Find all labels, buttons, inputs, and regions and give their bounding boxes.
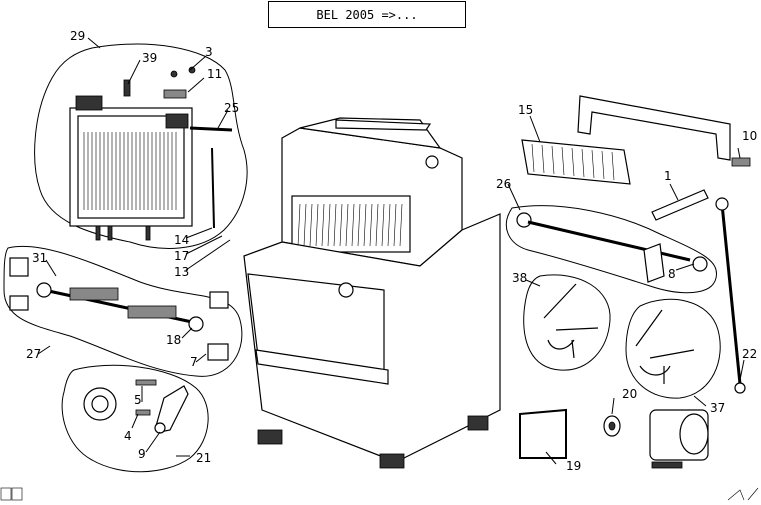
group-38-outline	[523, 274, 611, 371]
model-title-box: BEL 2005 =>...	[268, 1, 466, 28]
callout-3: 3	[205, 45, 213, 59]
group-26-outline	[506, 205, 717, 294]
pulley-21-hub	[91, 395, 109, 413]
callout-19: 19	[566, 459, 581, 473]
callout-4: 4	[124, 429, 132, 443]
corner-mark-right	[727, 487, 759, 501]
plate-11	[163, 89, 187, 99]
callout-15: 15	[518, 103, 533, 117]
corner-mark-left	[0, 487, 12, 501]
screw-3b	[188, 66, 196, 74]
frame-bracket-left	[75, 95, 103, 111]
belt-19	[519, 408, 567, 459]
slicing-blades	[297, 203, 403, 247]
callout-27: 27	[26, 347, 41, 361]
shaft-31-end	[36, 282, 52, 298]
rod-22-end	[734, 382, 746, 394]
linkage-rod	[527, 220, 691, 262]
callout-26: 26	[496, 177, 511, 191]
callout-29: 29	[70, 29, 85, 43]
rod-25	[189, 126, 233, 132]
crumb-tray	[255, 349, 389, 385]
bracket-right-top	[209, 291, 229, 309]
motor-end-cap	[679, 413, 709, 455]
roller-1	[651, 189, 709, 221]
bracket-left-top	[9, 257, 29, 277]
callout-39: 39	[142, 51, 157, 65]
slicing-window	[291, 195, 411, 253]
callout-17: 17	[174, 249, 189, 263]
foot-screw-1	[95, 225, 101, 241]
callout-1: 1	[664, 169, 672, 183]
group-21-outline	[61, 364, 209, 473]
bracket-left-bottom	[9, 295, 29, 311]
callout-38: 38	[512, 271, 527, 285]
lever-38	[543, 283, 599, 359]
control-knob	[338, 282, 354, 298]
linkage-hub	[516, 212, 532, 228]
bread-slicer-body	[243, 117, 501, 469]
leader-lines	[37, 37, 745, 465]
group-29-outline	[34, 43, 248, 249]
carriage-block	[69, 287, 119, 301]
right-parts	[506, 95, 751, 469]
callout-25: 25	[224, 101, 239, 115]
left-lower-parts	[3, 245, 243, 473]
callout-labels: 29 39 3 11 25 14 17 13 15 10 1 26 8 31 1…	[26, 29, 757, 473]
bushing-18	[188, 316, 204, 332]
bolt-5	[135, 379, 157, 386]
blade-set	[83, 132, 177, 210]
callout-14: 14	[174, 233, 189, 247]
callout-11: 11	[207, 67, 222, 81]
callout-10: 10	[742, 129, 757, 143]
callout-21: 21	[196, 451, 211, 465]
casters	[257, 415, 489, 469]
linkage-wheel-8	[692, 256, 708, 272]
lever-37	[635, 309, 695, 384]
top-knob	[425, 155, 439, 169]
rod-22-knob	[715, 197, 729, 211]
callout-5: 5	[134, 393, 142, 407]
caster-front-left	[257, 429, 283, 445]
pin-39	[123, 79, 131, 97]
linkage-plate	[643, 243, 665, 283]
pulley-20-hub	[608, 421, 616, 431]
crank-9-pin	[154, 422, 166, 434]
comb-15	[521, 139, 631, 185]
bracket-7	[207, 343, 229, 361]
callout-18: 18	[166, 333, 181, 347]
callout-22: 22	[742, 347, 757, 361]
bracket-10-frame	[577, 95, 731, 161]
corner-mark-left-2	[11, 487, 23, 501]
comb-teeth	[531, 143, 615, 181]
rod-vertical	[211, 147, 215, 229]
callout-31: 31	[32, 251, 47, 265]
group-37-outline	[625, 298, 721, 399]
rod-22	[720, 203, 742, 385]
motor-base	[651, 461, 683, 469]
screw-4	[135, 409, 151, 416]
part-10	[731, 157, 751, 167]
blade-frame-group	[34, 43, 248, 249]
callout-37: 37	[710, 401, 725, 415]
carriage-block-2	[127, 305, 177, 319]
group-27-outline	[3, 245, 243, 377]
frame-bracket-right	[165, 113, 189, 129]
callout-20: 20	[622, 387, 637, 401]
screw-3	[170, 70, 178, 78]
top-handle	[335, 119, 432, 131]
callout-8: 8	[668, 267, 676, 281]
caster-rear-right	[467, 415, 489, 431]
callout-7: 7	[190, 355, 198, 369]
foot-screw-2	[107, 225, 113, 241]
motor	[649, 409, 709, 469]
blade-frame-inner	[77, 115, 185, 219]
callout-9: 9	[138, 447, 146, 461]
foot-screw-3	[145, 225, 151, 241]
callout-13: 13	[174, 265, 189, 279]
model-title: BEL 2005 =>...	[316, 7, 418, 22]
caster-front-right	[379, 453, 405, 469]
